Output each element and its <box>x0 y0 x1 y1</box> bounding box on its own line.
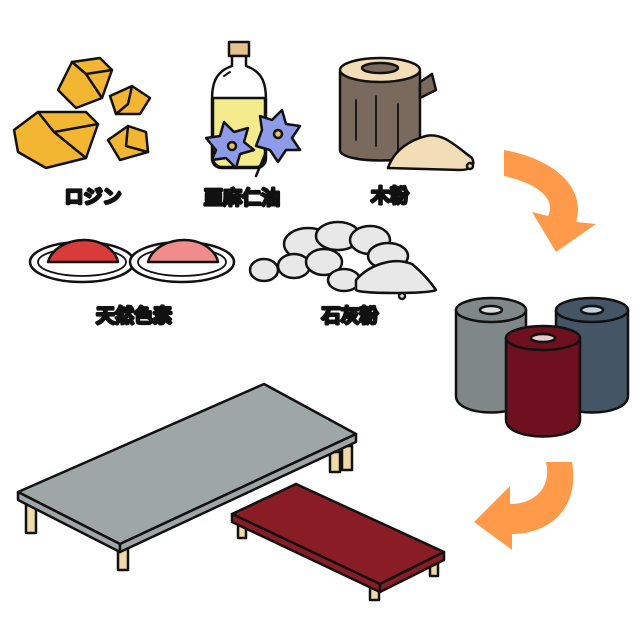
process-arrow-2-icon <box>474 462 574 550</box>
process-arrow-1-icon <box>504 150 596 252</box>
natural-pigment-label: 天然色素 <box>96 304 172 327</box>
tree-stump-icon <box>338 56 438 162</box>
pigment-plates-icon <box>28 238 236 284</box>
small-linoleum-mat-icon <box>230 482 446 602</box>
linseed-oil-label: 亜麻仁油 <box>204 186 280 209</box>
wood-flour-label: 木粉 <box>370 184 409 207</box>
linoleum-rolls-icon <box>454 296 630 438</box>
limestone-rocks-icon <box>248 220 438 301</box>
wood-flour-powder-icon <box>386 134 475 172</box>
large-linoleum-mat-icon <box>16 382 358 572</box>
rosin-label: ロジン <box>64 186 121 208</box>
rosin-chunks-icon <box>12 56 152 170</box>
flax-flower-icon <box>204 108 302 178</box>
limestone-powder-label: 石灰粉 <box>320 304 378 327</box>
